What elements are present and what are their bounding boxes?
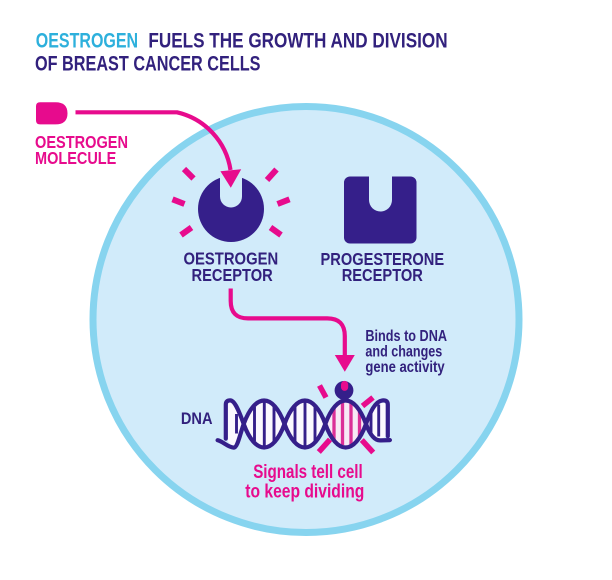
- svg-text:RECEPTOR: RECEPTOR: [192, 265, 273, 285]
- svg-text:Binds to DNA: Binds to DNA: [365, 328, 447, 345]
- svg-text:to keep dividing: to keep dividing: [245, 481, 364, 503]
- svg-text:PROGESTERONE: PROGESTERONE: [321, 249, 445, 269]
- svg-text:MOLECULE: MOLECULE: [35, 148, 117, 168]
- svg-text:OESTROGEN: OESTROGEN: [184, 249, 279, 269]
- svg-text:OF BREAST CANCER CELLS: OF BREAST CANCER CELLS: [35, 53, 261, 76]
- svg-text:and changes: and changes: [365, 344, 442, 361]
- svg-text:gene activity: gene activity: [365, 359, 444, 376]
- svg-text:FUELS THE GROWTH AND DIVISION: FUELS THE GROWTH AND DIVISION: [148, 29, 447, 52]
- svg-text:Signals tell cell: Signals tell cell: [253, 461, 363, 483]
- svg-text:DNA: DNA: [181, 409, 213, 428]
- svg-text:OESTROGEN: OESTROGEN: [35, 132, 128, 152]
- svg-text:OESTROGEN: OESTROGEN: [36, 29, 138, 52]
- svg-text:RECEPTOR: RECEPTOR: [342, 265, 423, 285]
